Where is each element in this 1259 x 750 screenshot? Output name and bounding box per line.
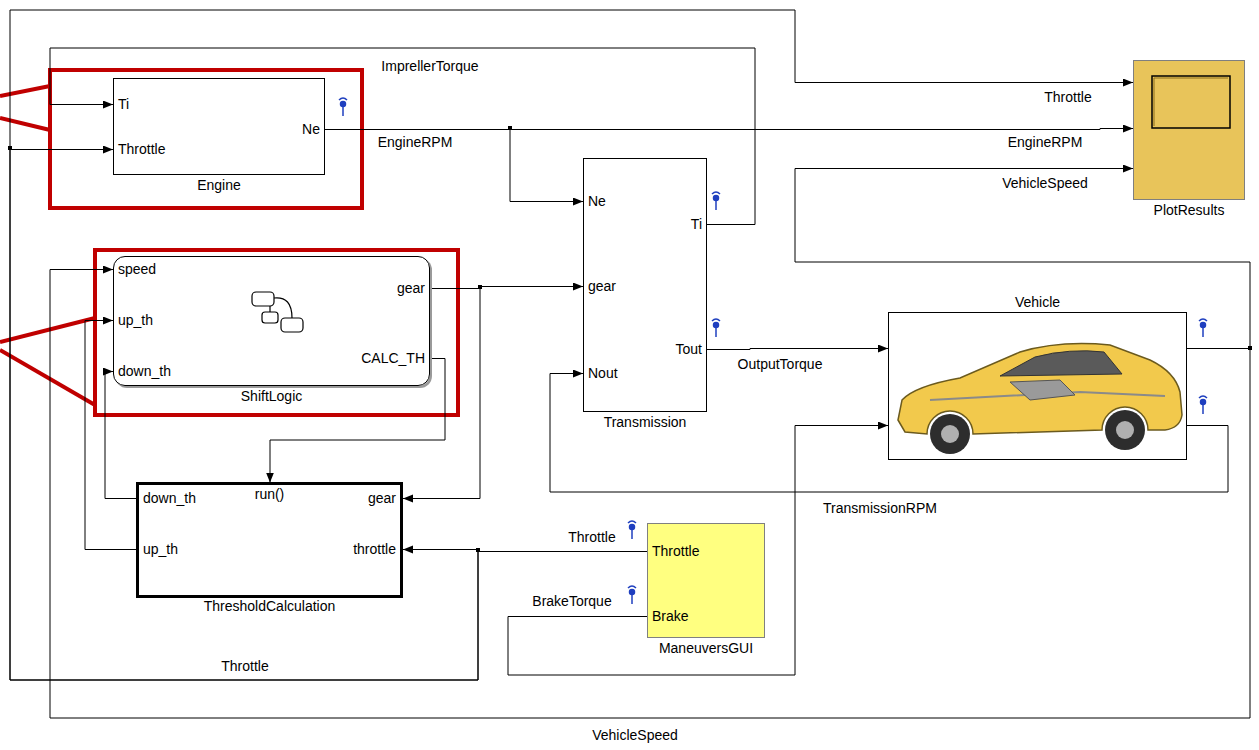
- scope-fill: [1133, 60, 1245, 200]
- port-label: gear: [588, 278, 616, 294]
- signal-name: Throttle: [566, 529, 617, 545]
- function-call-subsystem: run()down_thup_thgearthrottleThresholdCa…: [136, 482, 403, 598]
- signal-name: TransmissionRPM: [821, 500, 939, 516]
- port-label: Throttle: [118, 141, 165, 157]
- port-label: down_th: [118, 363, 171, 379]
- car-window: [1000, 351, 1122, 376]
- signal-name: VehicleSpeed: [1000, 175, 1090, 191]
- highlight-frame: [95, 250, 458, 415]
- block-name: Vehicle: [1013, 294, 1062, 310]
- signal-line: [795, 169, 1250, 349]
- scope-block: PlotResults: [1133, 60, 1245, 200]
- signal-name: BrakeTorque: [530, 593, 613, 609]
- scope-screen-shade: [1154, 78, 1228, 126]
- port-label: Tout: [676, 341, 702, 357]
- signal-line: [105, 372, 136, 499]
- stateflow-chart: speedup_thdown_thgearCALC_THShiftLogic: [113, 256, 430, 386]
- block-name: PlotResults: [1152, 202, 1227, 218]
- port-label: run(): [255, 486, 285, 502]
- log-icon: [1199, 396, 1207, 414]
- signal-name: EngineRPM: [1006, 134, 1085, 150]
- port-label: CALC_TH: [361, 350, 425, 366]
- signal-name: Throttle: [219, 658, 270, 674]
- log-icon: [339, 98, 347, 116]
- port-label: speed: [118, 261, 156, 277]
- signal-line: [325, 130, 583, 202]
- port-label: down_th: [143, 490, 196, 506]
- log-icon: [712, 319, 720, 337]
- block-name: Transmission: [602, 414, 689, 430]
- signal-name: OutputTorque: [736, 356, 825, 372]
- block-name: ShiftLogic: [239, 388, 304, 404]
- signal-line: [403, 289, 480, 499]
- block-name: ManeuversGUI: [657, 640, 755, 656]
- callout-leader: [0, 86, 50, 96]
- signal-line: [508, 426, 888, 676]
- callout-leader: [0, 350, 95, 405]
- block-name: ThresholdCalculation: [202, 598, 338, 614]
- port-label: gear: [397, 280, 425, 296]
- transmission-block: NegearNoutTiToutTransmission: [583, 158, 707, 412]
- car-engine: [1010, 380, 1075, 400]
- scope-screen: [1152, 76, 1230, 128]
- callout-leader: [0, 318, 95, 342]
- stateflow-icon: [252, 292, 303, 332]
- block-name: Engine: [195, 177, 243, 193]
- signal-name: Throttle: [1042, 89, 1093, 105]
- signal-line: [10, 10, 1133, 680]
- signal-line: [85, 321, 136, 550]
- port-label: Ne: [302, 121, 320, 137]
- car-illustration: [898, 344, 1182, 454]
- signal-line: [270, 359, 445, 483]
- signal-name: ImprellerTorque: [379, 58, 480, 74]
- signal-name: EngineRPM: [376, 134, 455, 150]
- signal-name: VehicleSpeed: [590, 727, 680, 743]
- vehicle-block: Vehicle: [888, 312, 1187, 460]
- transition-symbol: [274, 298, 292, 318]
- gui-block: ThrottleBrakeManeuversGUI: [647, 523, 765, 638]
- port-label: Brake: [652, 608, 689, 624]
- car-hub: [1116, 421, 1134, 439]
- logging-icons: [339, 98, 1207, 604]
- log-icon: [712, 192, 720, 210]
- port-label: Throttle: [652, 543, 699, 559]
- highlight-frames: [0, 70, 458, 415]
- car-hub: [941, 425, 959, 443]
- port-label: Ne: [588, 193, 606, 209]
- signal-line: [10, 150, 647, 681]
- signal-line: [707, 349, 888, 350]
- port-label: up_th: [118, 312, 153, 328]
- scope-body: [1133, 60, 1245, 200]
- log-icon: [628, 586, 636, 604]
- car-wheel: [930, 414, 970, 454]
- engine-block: TiThrottleNeEngine: [113, 78, 325, 175]
- log-icon: [628, 521, 636, 539]
- port-label: Nout: [588, 365, 618, 381]
- state-symbol: [252, 292, 274, 306]
- state-symbol: [281, 318, 303, 332]
- port-label: up_th: [143, 541, 178, 557]
- car-wheel: [1105, 410, 1145, 450]
- log-icon: [1199, 319, 1207, 337]
- port-label: Ti: [691, 216, 702, 232]
- callout-leader: [0, 118, 50, 130]
- highlight-frame: [50, 70, 362, 208]
- state-symbol: [262, 312, 278, 323]
- port-label: gear: [368, 490, 396, 506]
- port-label: Ti: [118, 96, 129, 112]
- port-label: throttle: [353, 541, 396, 557]
- transition-symbol: [269, 306, 270, 312]
- signal-line: [325, 129, 1133, 130]
